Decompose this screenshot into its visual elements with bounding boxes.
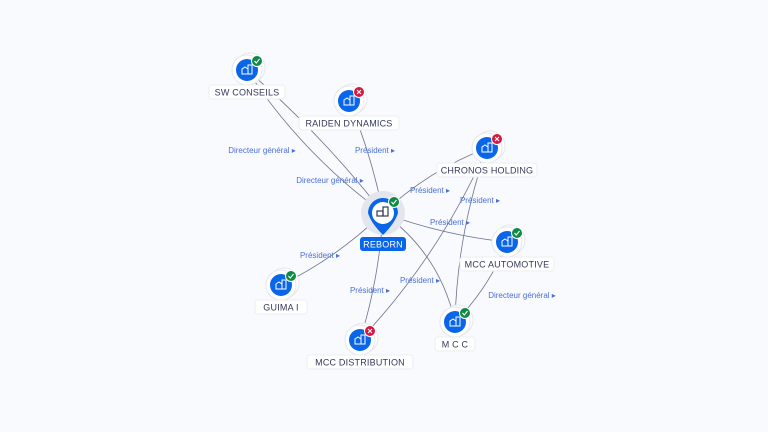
node-label-bg bbox=[434, 336, 476, 352]
building-icon bbox=[275, 279, 287, 290]
node-label-bg bbox=[208, 84, 286, 100]
edge-label: Président ▸ bbox=[350, 286, 390, 295]
node-label-bg bbox=[298, 115, 400, 131]
node-sw[interactable]: SW CONSEILS bbox=[208, 52, 286, 100]
node-label: CHRONOS HOLDING bbox=[441, 166, 534, 176]
node-label: SW CONSEILS bbox=[215, 88, 280, 98]
node-label: MCC DISTRIBUTION bbox=[315, 358, 405, 368]
node-mcc[interactable]: M C C bbox=[434, 304, 476, 352]
node-chronos[interactable]: CHRONOS HOLDING bbox=[436, 130, 538, 178]
building-icon bbox=[501, 236, 513, 247]
check-badge-icon bbox=[388, 196, 400, 208]
building-icon bbox=[449, 316, 461, 327]
edge-label: Président ▸ bbox=[430, 218, 470, 227]
edge-labels-layer: Directeur général ▸ Directeur général ▸ Pr… bbox=[228, 146, 556, 300]
node-label: MCC AUTOMOTIVE bbox=[465, 260, 550, 270]
edge-label: Directeur général ▸ bbox=[228, 146, 296, 155]
edge-label: Président ▸ bbox=[300, 251, 340, 260]
node-label: M C C bbox=[442, 340, 469, 350]
node-label-bg bbox=[254, 299, 308, 315]
building-icon bbox=[241, 64, 253, 75]
edge-label: Directeur général ▸ bbox=[488, 291, 556, 300]
edge-label: Président ▸ bbox=[400, 276, 440, 285]
node-label: GUIMA I bbox=[263, 303, 298, 313]
building-icon bbox=[343, 95, 355, 106]
check-badge-icon bbox=[251, 55, 263, 67]
node-label-bg bbox=[459, 256, 555, 272]
node-guima[interactable]: GUIMA I bbox=[254, 267, 308, 315]
building-icon bbox=[354, 334, 366, 345]
node-label-bg bbox=[360, 237, 406, 251]
check-badge-icon bbox=[511, 227, 523, 239]
node-label: REBORN bbox=[363, 240, 403, 250]
building-icon bbox=[376, 206, 389, 217]
building-icon bbox=[481, 142, 493, 153]
check-badge-icon bbox=[285, 270, 297, 282]
node-mccauto[interactable]: MCC AUTOMOTIVE bbox=[459, 224, 555, 272]
edge-label: Président ▸ bbox=[355, 146, 395, 155]
edge-label: Directeur général ▸ bbox=[296, 176, 364, 185]
node-reborn[interactable]: REBORN bbox=[360, 191, 406, 251]
node-mccdist[interactable]: MCC DISTRIBUTION bbox=[306, 322, 414, 370]
check-badge-icon bbox=[459, 307, 471, 319]
edge-label: Président ▸ bbox=[410, 186, 450, 195]
node-label: RAIDEN DYNAMICS bbox=[305, 119, 392, 129]
nodes-layer: REBORN SW CONSEILS RAIDEN DYNAMICS CHRONOS … bbox=[208, 52, 555, 370]
node-label-bg bbox=[436, 162, 538, 178]
edge-label: Président ▸ bbox=[460, 196, 500, 205]
node-raiden[interactable]: RAIDEN DYNAMICS bbox=[298, 83, 400, 131]
node-label-bg bbox=[306, 354, 414, 370]
